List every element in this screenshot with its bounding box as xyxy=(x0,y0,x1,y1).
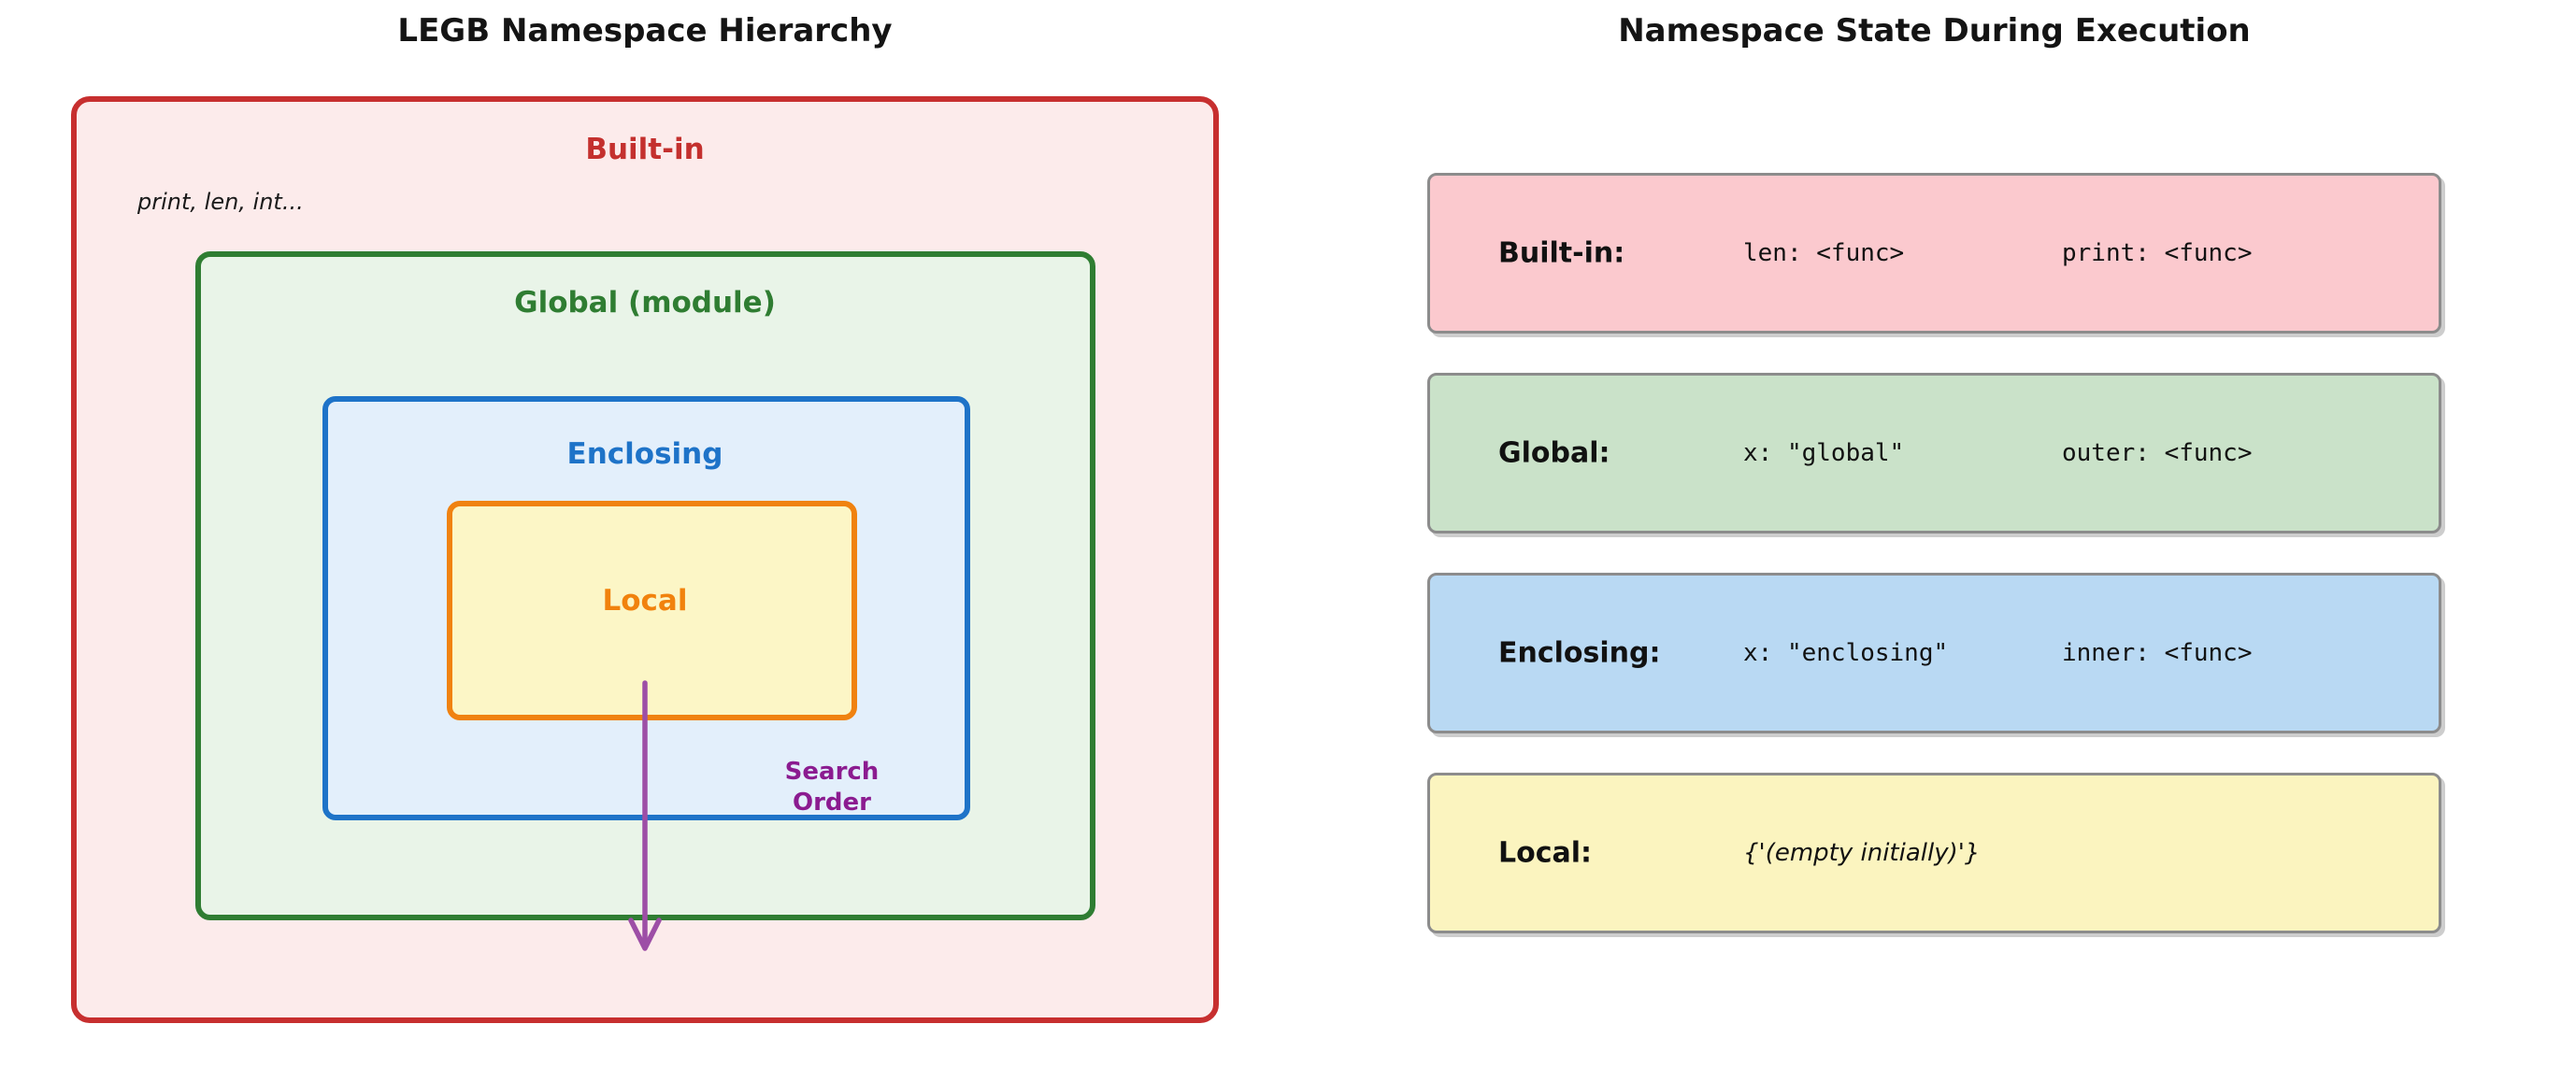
right-panel-title: Namespace State During Execution xyxy=(1618,12,2251,50)
namespace-row-enclosing: Enclosing: x: "enclosing" inner: <func> xyxy=(1427,573,2441,733)
builtin-scope-label: Built-in xyxy=(585,133,705,166)
enclosing-scope-label: Enclosing xyxy=(566,437,723,471)
row-label: Local: xyxy=(1498,836,1593,870)
namespace-row-local: Local: {'(empty initially)'} xyxy=(1427,773,2441,933)
namespace-row-builtin: Built-in: len: <func> print: <func> xyxy=(1427,173,2441,334)
row-entry-2: outer: <func> xyxy=(2062,439,2253,467)
row-entry-2: print: <func> xyxy=(2062,239,2253,267)
left-panel-title: LEGB Namespace Hierarchy xyxy=(397,12,893,50)
row-label: Global: xyxy=(1498,436,1610,470)
local-scope-box xyxy=(447,501,857,720)
row-entry-1: x: "global" xyxy=(1743,439,1905,467)
namespace-row-global: Global: x: "global" outer: <func> xyxy=(1427,373,2441,533)
builtin-examples-note: print, len, int... xyxy=(137,189,304,215)
row-entry-1: x: "enclosing" xyxy=(1743,639,1949,667)
search-order-label: Search Order xyxy=(784,758,880,817)
row-label: Built-in: xyxy=(1498,236,1625,270)
global-scope-label: Global (module) xyxy=(514,286,776,320)
row-label: Enclosing: xyxy=(1498,636,1661,670)
row-entry-2: inner: <func> xyxy=(2062,639,2253,667)
row-entry-1: len: <func> xyxy=(1743,239,1905,267)
row-entry-1: {'(empty initially)'} xyxy=(1743,839,1981,867)
local-scope-label: Local xyxy=(602,584,688,618)
